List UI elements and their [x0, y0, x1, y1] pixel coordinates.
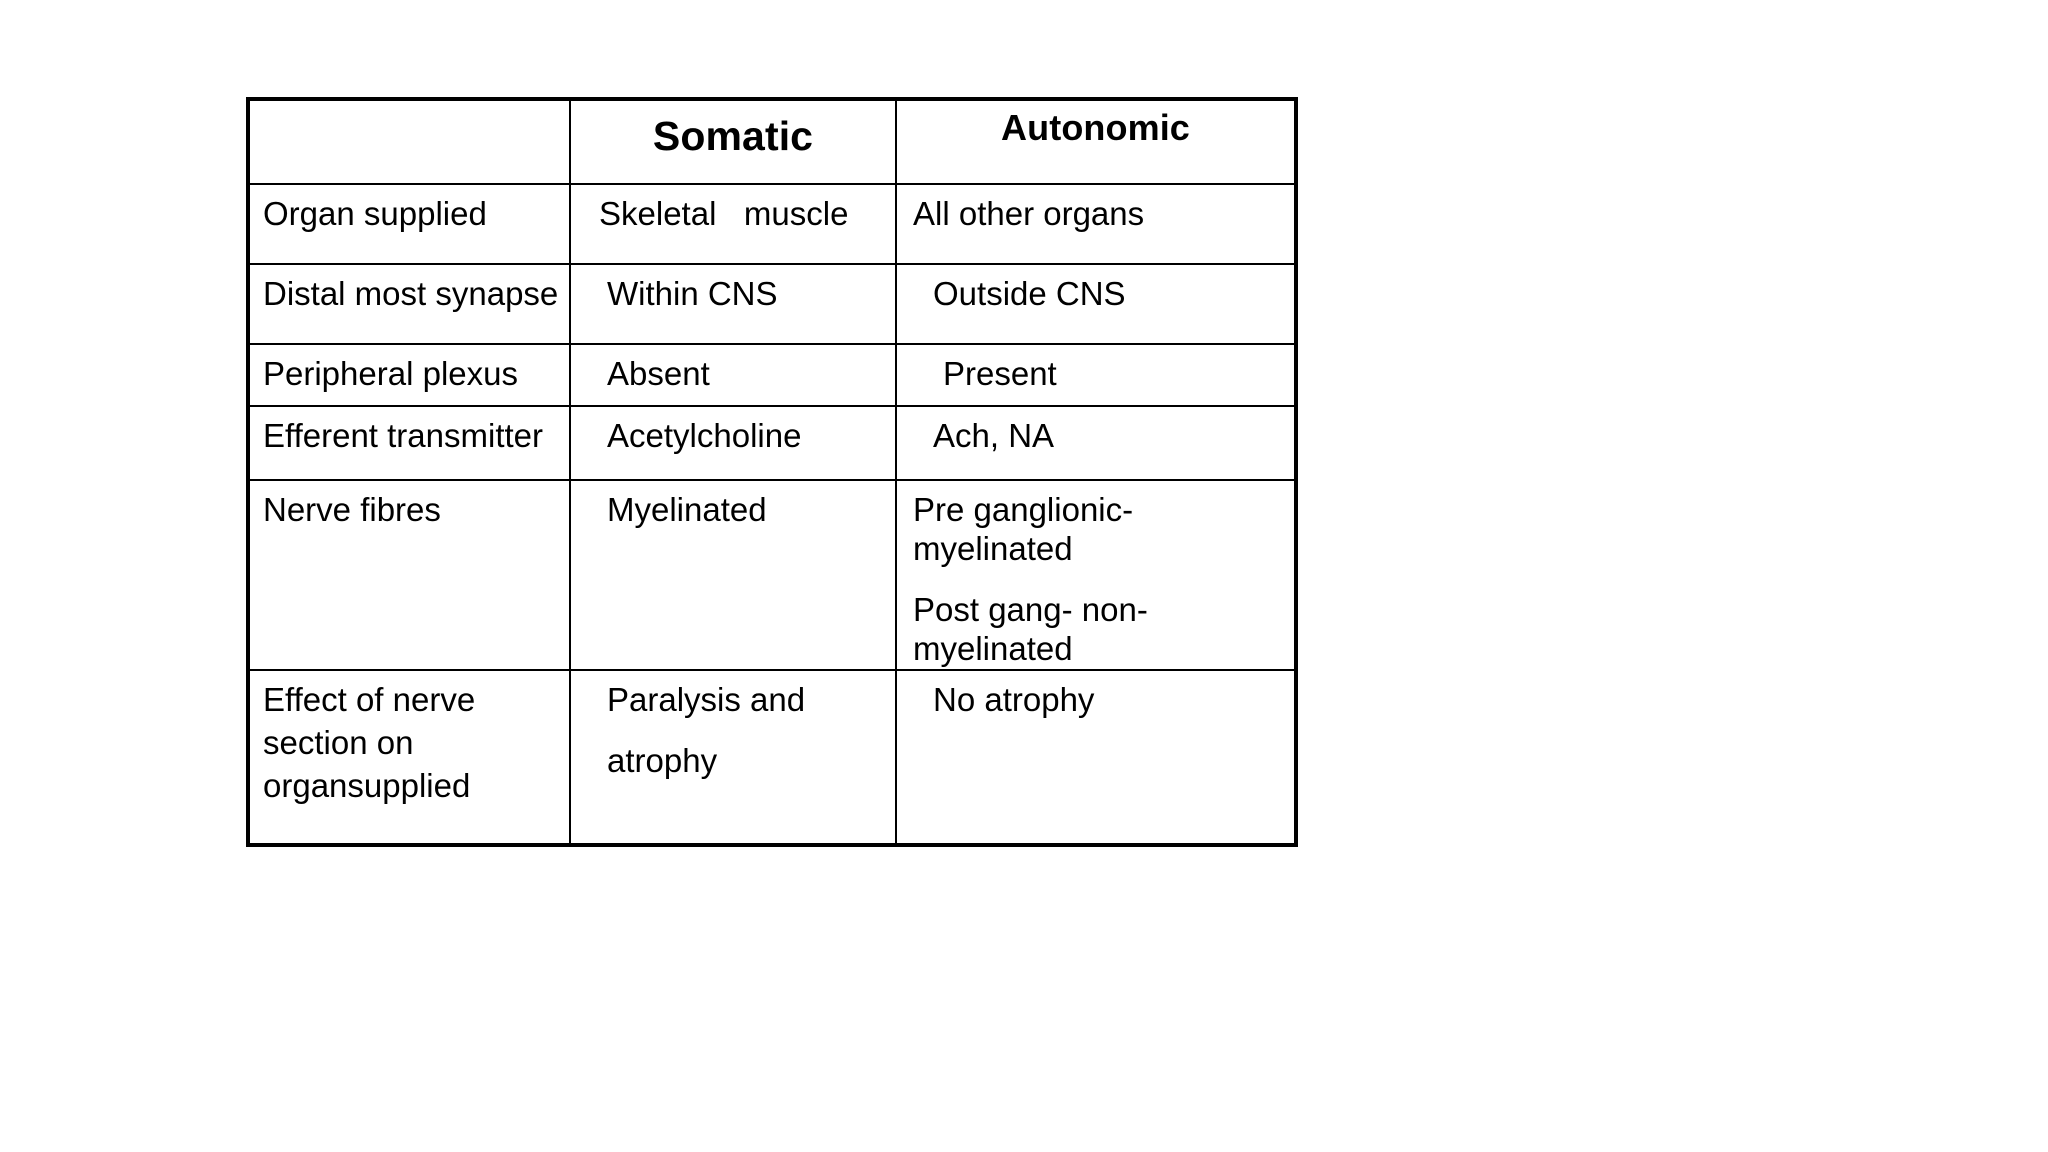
row-somatic-cell: Absent [569, 343, 897, 407]
table-row: Efferent transmitter Acetylcholine Ach, … [247, 405, 1297, 481]
row-autonomic-cell: Outside CNS [895, 263, 1297, 345]
autonomic-value: Pre ganglionic- myelinated Post gang- no… [897, 481, 1294, 669]
feature-label: Efferent transmitter [263, 417, 544, 454]
row-autonomic-cell: All other organs [895, 183, 1297, 265]
feature-label: Distal most synapse [263, 275, 559, 312]
feature-label-line-3: organsupplied [263, 766, 471, 804]
autonomic-value: Ach, NA [933, 417, 1055, 454]
feature-label-line-2: section on [263, 723, 414, 761]
row-feature-cell: Distal most synapse [247, 263, 571, 345]
row-somatic-cell: Acetylcholine [569, 405, 897, 481]
header-autonomic-label: Autonomic [1001, 107, 1190, 148]
table-header-row: Somatic Autonomic [247, 98, 1297, 185]
row-feature-cell: Effect of nerve section on organsupplied [247, 668, 571, 846]
header-somatic-label: Somatic [652, 113, 814, 159]
somatic-value: Paralysis and atrophy [571, 671, 895, 781]
autonomic-value: Outside CNS [933, 275, 1126, 312]
feature-label-line-1: Effect of nerve [263, 680, 476, 718]
row-autonomic-cell: Ach, NA [895, 405, 1297, 481]
row-feature-cell: Nerve fibres [247, 479, 571, 671]
row-autonomic-cell: Present [895, 343, 1297, 407]
header-cell-feature [247, 98, 571, 185]
table-row: Effect of nerve section on organsupplied… [247, 668, 1297, 846]
header-cell-somatic: Somatic [569, 98, 897, 185]
feature-label: Organ supplied [263, 195, 487, 232]
autonomic-value: All other organs [913, 195, 1145, 232]
somatic-value: Myelinated [607, 491, 767, 528]
table-row: Distal most synapse Within CNS Outside C… [247, 263, 1297, 345]
somatic-value: Absent [607, 355, 710, 392]
row-autonomic-cell: Pre ganglionic- myelinated Post gang- no… [895, 479, 1297, 671]
autonomic-value: Present [943, 355, 1057, 392]
header-cell-autonomic: Autonomic [895, 98, 1297, 185]
somatic-value: Acetylcholine [607, 417, 802, 454]
autonomic-value-line-1: Pre ganglionic- myelinated [913, 491, 1134, 567]
row-feature-cell: Efferent transmitter [247, 405, 571, 481]
table-row: Peripheral plexus Absent Present [247, 343, 1297, 407]
comparison-table: Somatic Autonomic Organ supplied Skeleta… [246, 97, 1298, 847]
somatic-value: Skeletal muscle [599, 195, 849, 232]
row-somatic-cell: Myelinated [569, 479, 897, 671]
row-somatic-cell: Skeletal muscle [569, 183, 897, 265]
row-somatic-cell: Within CNS [569, 263, 897, 345]
row-somatic-cell: Paralysis and atrophy [569, 668, 897, 846]
table-row: Organ supplied Skeletal muscle All other… [247, 183, 1297, 265]
row-feature-cell: Organ supplied [247, 183, 571, 265]
table-row: Nerve fibres Myelinated Pre ganglionic- … [247, 479, 1297, 671]
row-feature-cell: Peripheral plexus [247, 343, 571, 407]
feature-label: Effect of nerve section on organsupplied [250, 671, 569, 806]
feature-label: Nerve fibres [263, 491, 441, 528]
somatic-value-line-1: Paralysis and [607, 680, 806, 718]
feature-label: Peripheral plexus [263, 355, 518, 392]
somatic-value: Within CNS [607, 275, 778, 312]
autonomic-value-line-2: Post gang- non- myelinated [913, 590, 1148, 667]
somatic-value-line-2: atrophy [607, 741, 718, 779]
autonomic-value: No atrophy [933, 680, 1095, 718]
row-autonomic-cell: No atrophy [895, 668, 1297, 846]
